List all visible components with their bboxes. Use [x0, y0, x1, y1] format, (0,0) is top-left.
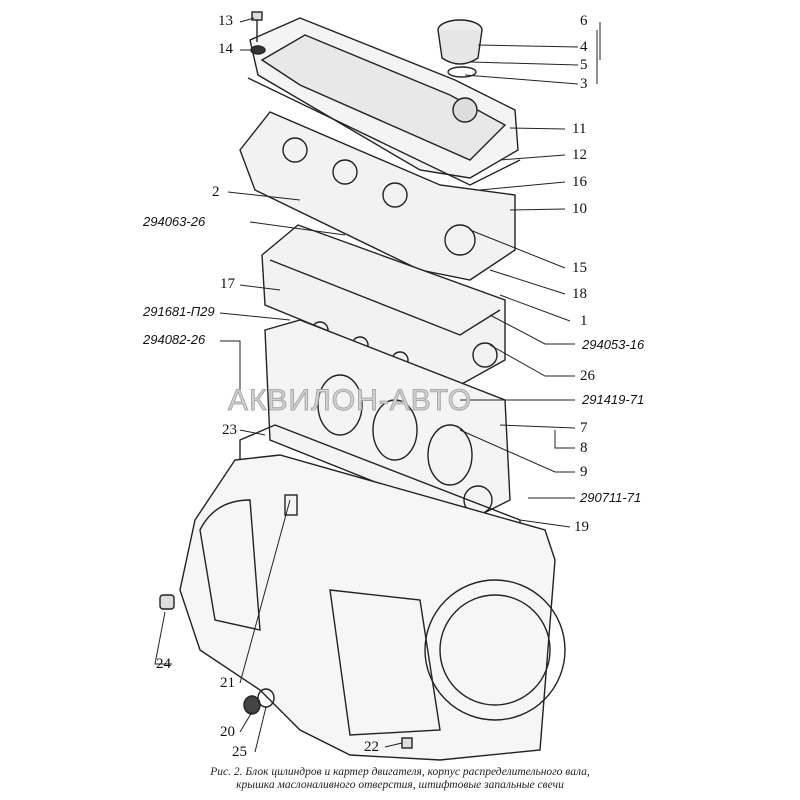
- callout-20: 20: [220, 724, 235, 740]
- callout-290711-71: 290711-71: [580, 490, 642, 505]
- callout-294053-16: 294053-16: [582, 337, 645, 352]
- callout-6: 6: [580, 13, 588, 29]
- callout-11: 11: [572, 121, 587, 137]
- callout-294063-26: 294063-26: [143, 214, 206, 229]
- callout-9: 9: [580, 464, 588, 480]
- callout-1: 1: [580, 313, 588, 329]
- oil-filler-cap: [437, 19, 483, 78]
- callout-19: 19: [574, 519, 589, 535]
- callout-10: 10: [572, 201, 587, 217]
- caption-line-1: Рис. 2. Блок цилиндров и картер двигател…: [210, 766, 590, 778]
- callout-17: 17: [220, 276, 235, 292]
- callout-3: 3: [580, 76, 588, 92]
- callout-4: 4: [580, 39, 588, 55]
- callout-291419-71: 291419-71: [582, 392, 645, 407]
- callout-14: 14: [218, 41, 233, 57]
- crankcase: [179, 454, 566, 761]
- plug-22: [401, 737, 413, 749]
- caption-line-2: крышка маслоналивного отверстия, штифтов…: [236, 779, 564, 791]
- callout-8: 8: [580, 440, 588, 456]
- plug-24: [159, 594, 175, 610]
- callout-2: 2: [212, 184, 220, 200]
- bolt: [250, 11, 266, 55]
- callout-25: 25: [232, 744, 247, 760]
- callout-26: 26: [580, 368, 595, 384]
- callout-23: 23: [222, 422, 237, 438]
- callout-13: 13: [218, 13, 233, 29]
- callout-21: 21: [220, 675, 235, 691]
- callout-12: 12: [572, 147, 587, 163]
- watermark: АКВИЛОН-АВТО: [227, 384, 473, 418]
- camshaft-housing: [239, 111, 516, 281]
- callout-24: 24: [156, 656, 171, 672]
- figure-caption: Рис. 2. Блок цилиндров и картер двигател…: [0, 766, 800, 792]
- leader-lines: [154, 17, 601, 753]
- callout-294082-26: 294082-26: [143, 332, 206, 347]
- cylinder-head: [261, 224, 506, 386]
- callout-291681-P29: 291681-П29: [143, 304, 215, 319]
- callout-7: 7: [580, 420, 588, 436]
- callout-18: 18: [572, 286, 587, 302]
- valve-cover: [247, 17, 521, 186]
- callout-5: 5: [580, 57, 588, 73]
- callout-15: 15: [572, 260, 587, 276]
- callout-22: 22: [364, 739, 379, 755]
- callout-16: 16: [572, 174, 587, 190]
